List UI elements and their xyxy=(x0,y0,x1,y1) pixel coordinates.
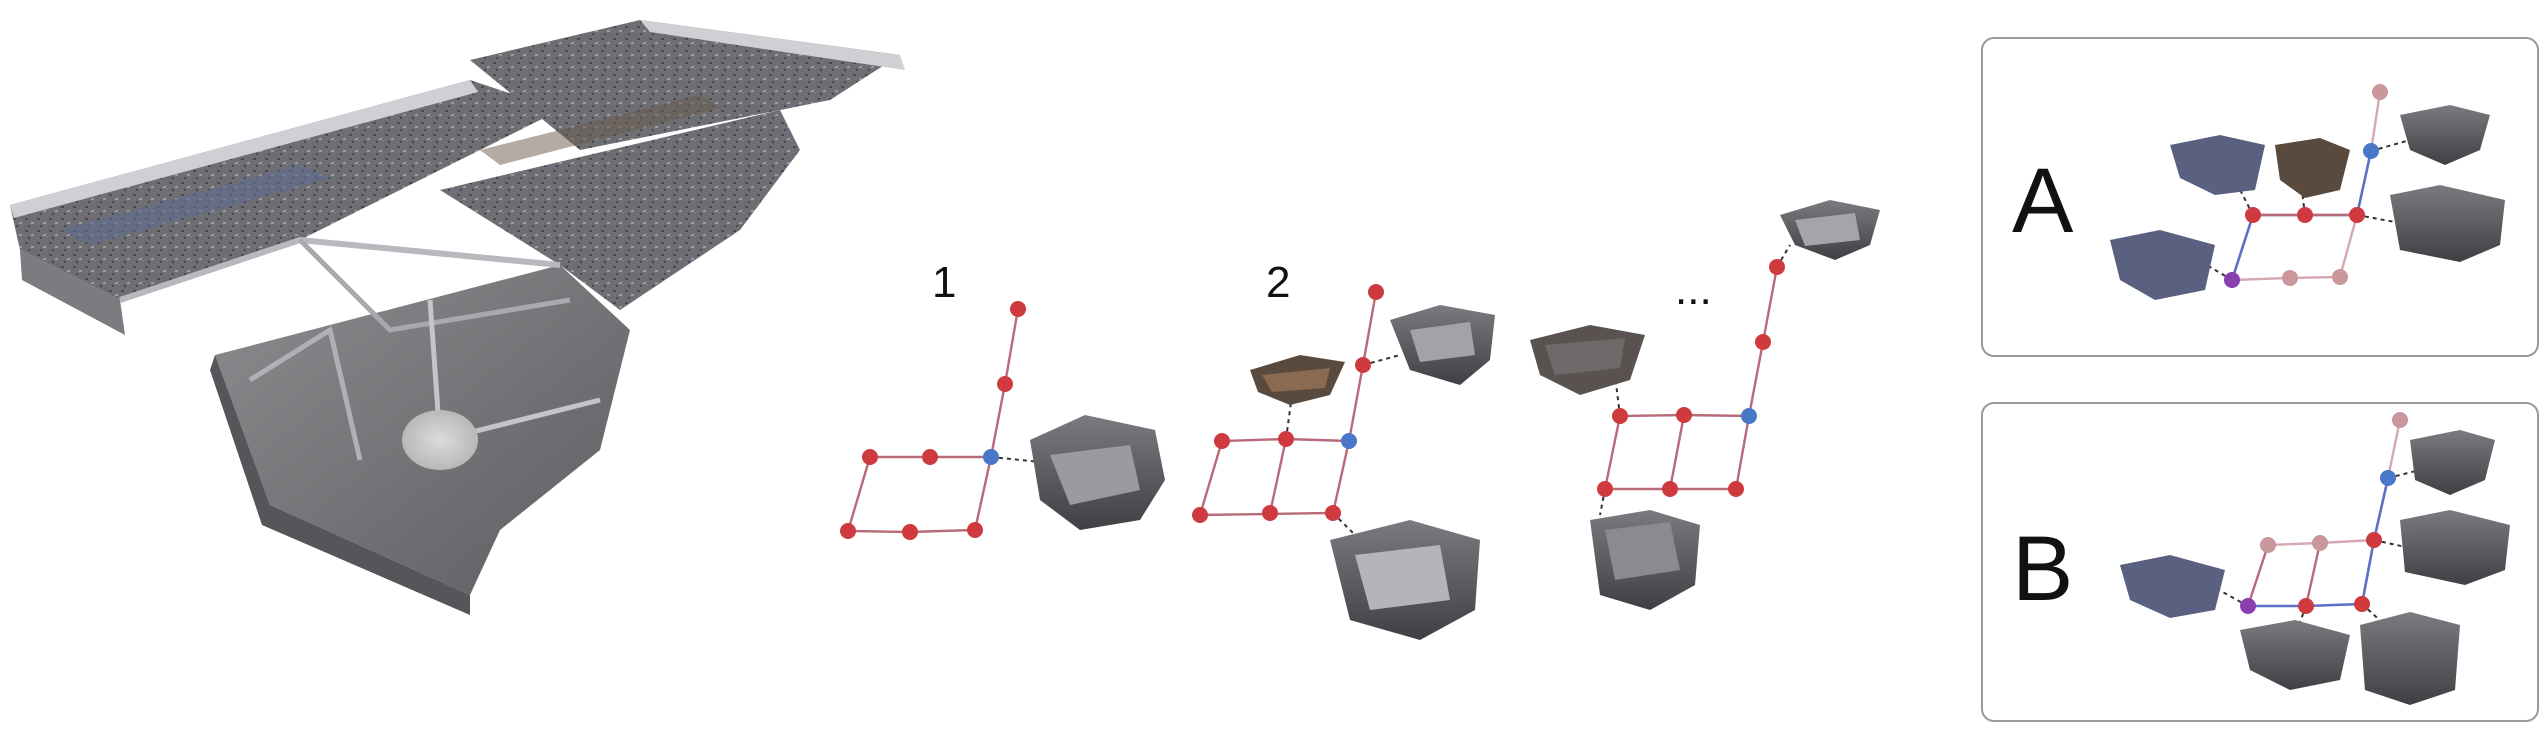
scan-fragment xyxy=(1330,520,1480,640)
graph-node xyxy=(997,376,1013,392)
scan-fragment xyxy=(2410,430,2495,495)
graph-node xyxy=(1728,481,1744,497)
graph-node xyxy=(1325,505,1341,521)
scan-fragment xyxy=(2170,135,2265,195)
graph-step-n: ... xyxy=(1530,200,1880,610)
graph-node-target xyxy=(2240,598,2256,614)
scan-fragment xyxy=(2360,612,2460,705)
graph-node-current xyxy=(983,449,999,465)
graph-node xyxy=(1612,408,1628,424)
graph-node xyxy=(922,449,938,465)
graph-node xyxy=(2366,532,2382,548)
scan-fragment xyxy=(2390,185,2505,262)
graph-node-current xyxy=(2363,143,2379,159)
graph-node-faded xyxy=(2332,269,2348,285)
graph-node xyxy=(2297,207,2313,223)
graph-node xyxy=(902,524,918,540)
graph-node xyxy=(1192,507,1208,523)
building-reconstruction xyxy=(10,20,905,615)
nodes xyxy=(2240,412,2408,614)
graph-node-faded xyxy=(2260,537,2276,553)
graph-node xyxy=(862,449,878,465)
scan-fragment xyxy=(1780,200,1880,260)
graph-node xyxy=(1368,284,1384,300)
graph-step-1: 1 xyxy=(840,258,1165,540)
graph-node xyxy=(1755,334,1771,350)
nodes xyxy=(1597,259,1785,497)
ellipsis-label: ... xyxy=(1675,265,1712,314)
scan-fragment xyxy=(1030,415,1165,530)
panel-b: B xyxy=(1981,402,2539,722)
step-1-label: 1 xyxy=(932,258,956,307)
graph-node xyxy=(1355,357,1371,373)
graph-node-faded xyxy=(2282,270,2298,286)
scan-fragment xyxy=(1390,305,1495,385)
graph-node xyxy=(1214,433,1230,449)
panel-a: A xyxy=(1981,37,2539,357)
graph-node xyxy=(1769,259,1785,275)
nodes xyxy=(2224,84,2388,288)
panel-b-label: B xyxy=(2012,518,2073,620)
scan-fragment xyxy=(2110,230,2215,300)
scan-fragment xyxy=(2120,555,2225,618)
graph-node-current xyxy=(1341,433,1357,449)
graph-node-faded xyxy=(2372,84,2388,100)
graph-node xyxy=(2298,598,2314,614)
scan-fragment xyxy=(2240,620,2350,690)
nodes xyxy=(1192,284,1384,523)
scan-fragment xyxy=(2400,510,2510,585)
graph-node xyxy=(1278,431,1294,447)
graph-node xyxy=(967,522,983,538)
graph-node xyxy=(1676,407,1692,423)
graph-node xyxy=(2354,596,2370,612)
scan-fragment xyxy=(1590,510,1700,610)
graph-node-current xyxy=(1741,408,1757,424)
graph-node-target xyxy=(2224,272,2240,288)
scan-fragment xyxy=(1250,355,1345,405)
graph-node xyxy=(1262,505,1278,521)
graph-step-2: 2 xyxy=(1192,258,1495,640)
panel-a-label: A xyxy=(2012,150,2074,252)
graph-node xyxy=(1597,481,1613,497)
graph-node xyxy=(2245,207,2261,223)
scan-fragment xyxy=(1530,325,1645,395)
graph-node xyxy=(840,523,856,539)
step-2-label: 2 xyxy=(1266,258,1290,307)
graph-node xyxy=(2349,207,2365,223)
graph-node-faded xyxy=(2392,412,2408,428)
scan-fragment xyxy=(2275,138,2350,198)
graph-node-faded xyxy=(2312,535,2328,551)
nodes xyxy=(840,301,1026,540)
graph-node xyxy=(1662,481,1678,497)
graph-node-current xyxy=(2380,470,2396,486)
scan-fragment xyxy=(2400,105,2490,165)
graph-node xyxy=(1010,301,1026,317)
